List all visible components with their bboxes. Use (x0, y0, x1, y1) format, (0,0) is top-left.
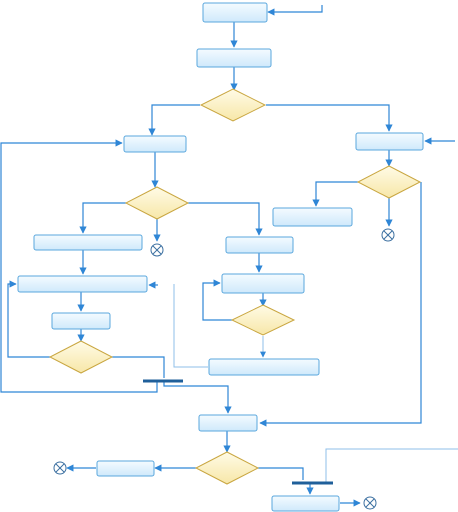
edge (163, 382, 232, 414)
edge (312, 181, 358, 207)
activities (17, 2, 424, 512)
edge (112, 356, 165, 378)
activity-node[interactable] (272, 207, 353, 227)
edge (258, 467, 304, 480)
edge (188, 202, 263, 236)
edge (7, 280, 50, 358)
sync-bars (143, 379, 333, 485)
edge (202, 279, 232, 321)
activity-node[interactable] (96, 460, 155, 477)
decision-node[interactable] (48, 340, 114, 374)
edge (0, 139, 158, 393)
activity-node[interactable] (51, 312, 111, 330)
edges (0, 5, 458, 507)
final-nodes (53, 228, 395, 510)
edge (79, 202, 126, 234)
activity-node[interactable] (271, 495, 340, 512)
decision-node[interactable] (356, 165, 422, 199)
final-node-icon (53, 461, 67, 475)
final-node-icon (150, 243, 164, 257)
decision-node[interactable] (230, 304, 296, 336)
decision-node[interactable] (194, 451, 260, 485)
activity-node[interactable] (123, 135, 187, 153)
edge (267, 5, 323, 16)
activity-node[interactable] (225, 236, 294, 254)
activity-node[interactable] (33, 234, 143, 251)
activity-node[interactable] (196, 48, 272, 68)
activity-node[interactable] (17, 275, 148, 293)
edge (173, 284, 208, 368)
decision-node[interactable] (124, 186, 190, 220)
final-node-icon (363, 496, 377, 510)
edge (325, 448, 458, 482)
edge (148, 104, 200, 136)
edge (259, 182, 422, 427)
activity-node[interactable] (355, 132, 424, 151)
activity-node[interactable] (202, 2, 268, 23)
final-node-icon (381, 228, 395, 242)
decisions (48, 88, 422, 485)
activity-node[interactable] (208, 358, 320, 376)
edge (266, 104, 393, 132)
activity-node[interactable] (221, 273, 305, 294)
decision-node[interactable] (199, 88, 267, 122)
activity-node[interactable] (198, 414, 258, 432)
